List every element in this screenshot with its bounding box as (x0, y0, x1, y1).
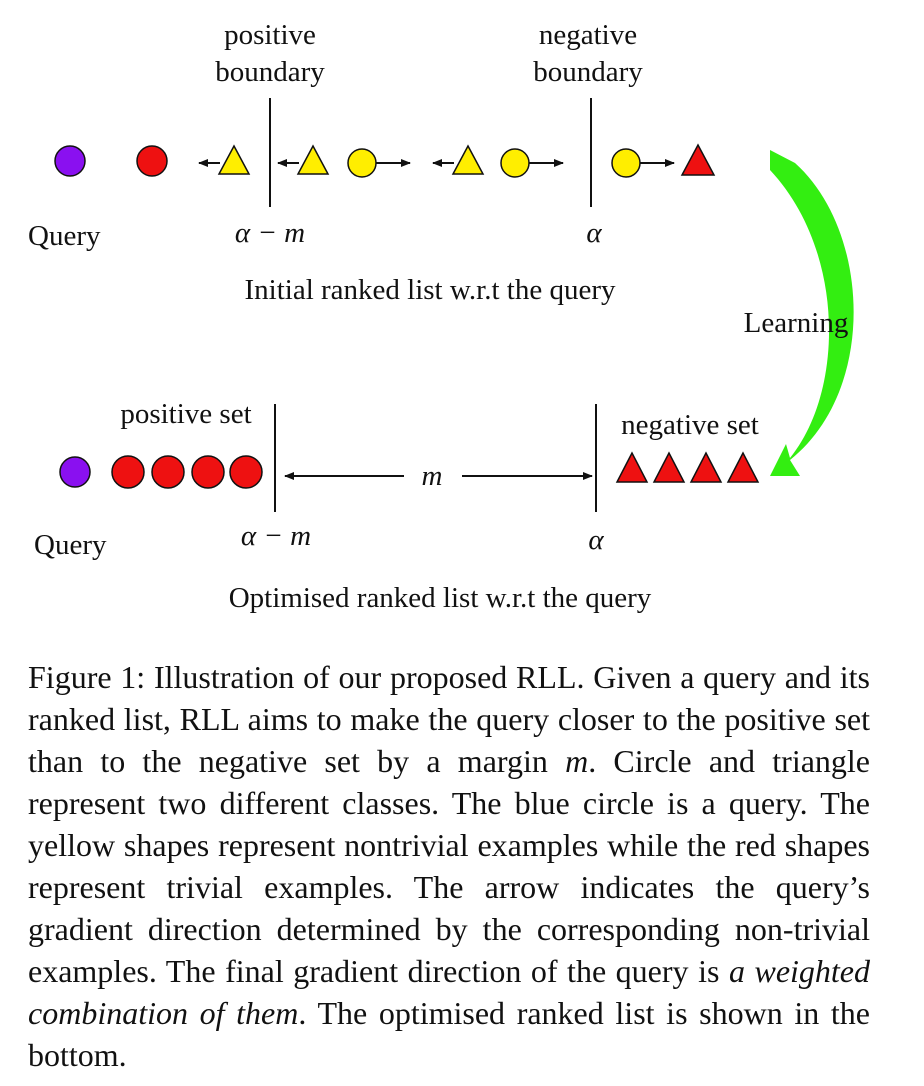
nontrivial-circle-3 (611, 148, 641, 178)
negative-boundary-label-line1: negative (539, 19, 637, 51)
positive-set-circle-1 (111, 455, 145, 489)
positive-set-circle-3 (191, 455, 225, 489)
nontrivial-triangle-3 (451, 144, 485, 175)
caption-margin-symbol: m (565, 743, 589, 779)
positive-set-circle-2 (151, 455, 185, 489)
bottom-query-label: Query (34, 529, 107, 561)
bottom-alpha-label: α (588, 524, 604, 556)
trivial-triangle (680, 143, 716, 176)
positive-boundary-label-line2: boundary (215, 56, 325, 88)
negative-set-triangle-4 (726, 451, 760, 483)
nontrivial-circle-2 (500, 148, 530, 178)
learning-arrow-icon (770, 150, 854, 476)
bottom-alpha-minus-m-label: α − m (241, 520, 311, 552)
learning-label: Learning (744, 307, 849, 339)
negative-set-triangle-1 (615, 451, 649, 483)
negative-set-label: negative set (621, 409, 759, 441)
bottom-panel-caption: Optimised ranked list w.r.t the query (229, 582, 652, 614)
positive-boundary-label-line1: positive (224, 19, 316, 51)
nontrivial-triangle-1 (217, 144, 251, 175)
nontrivial-circle-1 (347, 148, 377, 178)
nontrivial-triangle-2 (296, 144, 330, 175)
negative-boundary-label-line2: boundary (533, 56, 643, 88)
negative-set-triangle-3 (689, 451, 723, 483)
caption-part-3: . The optimised ranked list is shown in … (28, 995, 871, 1073)
top-alpha-minus-m-label: α − m (235, 217, 305, 249)
caption-italic-phrase: a weighted combination of them (28, 953, 871, 1031)
caption-part-2: . Circle and triangle represent two diff… (28, 743, 871, 989)
top-query-label: Query (28, 220, 101, 252)
negative-set-triangle-2 (652, 451, 686, 483)
figure-caption: Figure 1: Illustration of our proposed R… (28, 656, 870, 1076)
top-panel-caption: Initial ranked list w.r.t the query (245, 274, 616, 306)
rll-diagram: positive boundary negative boundary Quer… (28, 19, 854, 614)
trivial-circle (136, 145, 168, 177)
positive-set-circle-4 (229, 455, 263, 489)
bottom-query-circle (59, 456, 91, 488)
positive-set-label: positive set (120, 398, 251, 430)
query-circle (54, 145, 86, 177)
margin-label: m (422, 460, 443, 492)
top-alpha-label: α (586, 217, 602, 249)
caption-part-1: Figure 1: Illustration of our proposed R… (28, 659, 870, 779)
